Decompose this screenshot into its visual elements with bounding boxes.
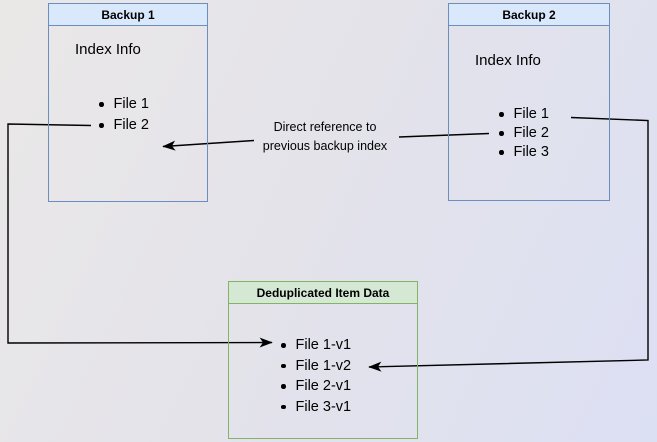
file-item-label: File 3-v1 xyxy=(295,398,352,415)
file-item-label: File 1 xyxy=(513,106,549,122)
file-item: File 3 xyxy=(499,143,549,162)
backup2-node: Backup 2 Index Info File 1 File 2 File 3 xyxy=(448,3,610,201)
file-item-label: File 3 xyxy=(513,144,549,160)
bullet-icon xyxy=(99,123,104,128)
edge-label: Direct reference to previous backup inde… xyxy=(239,118,411,156)
edge-label-line1: Direct reference to xyxy=(273,120,377,134)
file-item: File 1 xyxy=(499,105,549,124)
bullet-icon xyxy=(99,102,104,107)
backup1-node: Backup 1 Index Info File 1 File 2 xyxy=(48,3,208,202)
file-item-label: File 2-v1 xyxy=(295,378,352,394)
backup2-title: Backup 2 xyxy=(449,4,609,26)
bullet-icon xyxy=(281,384,286,389)
dedup-title: Deduplicated Item Data xyxy=(229,282,417,304)
bullet-icon xyxy=(499,112,504,117)
backup2-index-info-label: Index Info xyxy=(475,52,541,69)
edge-label-line2: previous backup index xyxy=(262,139,388,153)
file-item: File 1-v2 xyxy=(281,356,351,377)
bullet-icon xyxy=(281,363,286,368)
backup1-title: Backup 1 xyxy=(49,4,207,26)
file-item: File 3-v1 xyxy=(281,397,351,418)
backup1-index-info-label: Index Info xyxy=(75,41,141,58)
bullet-icon xyxy=(281,343,286,348)
file-item-label: File 1-v1 xyxy=(295,337,352,353)
file-item-label: File 2 xyxy=(113,117,149,133)
connector-backup2-file2-to-backup1-left-segment xyxy=(162,139,255,151)
file-item-label: File 2 xyxy=(513,125,549,141)
backup1-file-list: File 1 File 2 xyxy=(99,94,149,136)
file-item: File 1-v1 xyxy=(281,335,351,356)
file-item-label: File 1-v2 xyxy=(295,357,352,374)
bullet-icon xyxy=(281,404,286,409)
bullet-icon xyxy=(499,131,504,136)
file-item: File 1 xyxy=(99,94,149,115)
file-item: File 2 xyxy=(99,115,149,136)
backup2-file-list: File 1 File 2 File 3 xyxy=(499,105,549,162)
dedup-node: Deduplicated Item Data File 1-v1 File 1-… xyxy=(228,281,418,439)
file-item-label: File 1 xyxy=(113,96,149,112)
file-item: File 2-v1 xyxy=(281,376,351,397)
bullet-icon xyxy=(499,150,504,155)
connector-backup1-file1-to-dedup xyxy=(7,123,273,348)
connector-backup2-file2-to-backup1-right-segment xyxy=(398,132,490,138)
file-item: File 2 xyxy=(499,124,549,143)
dedup-file-list: File 1-v1 File 1-v2 File 2-v1 File 3-v1 xyxy=(281,335,351,417)
